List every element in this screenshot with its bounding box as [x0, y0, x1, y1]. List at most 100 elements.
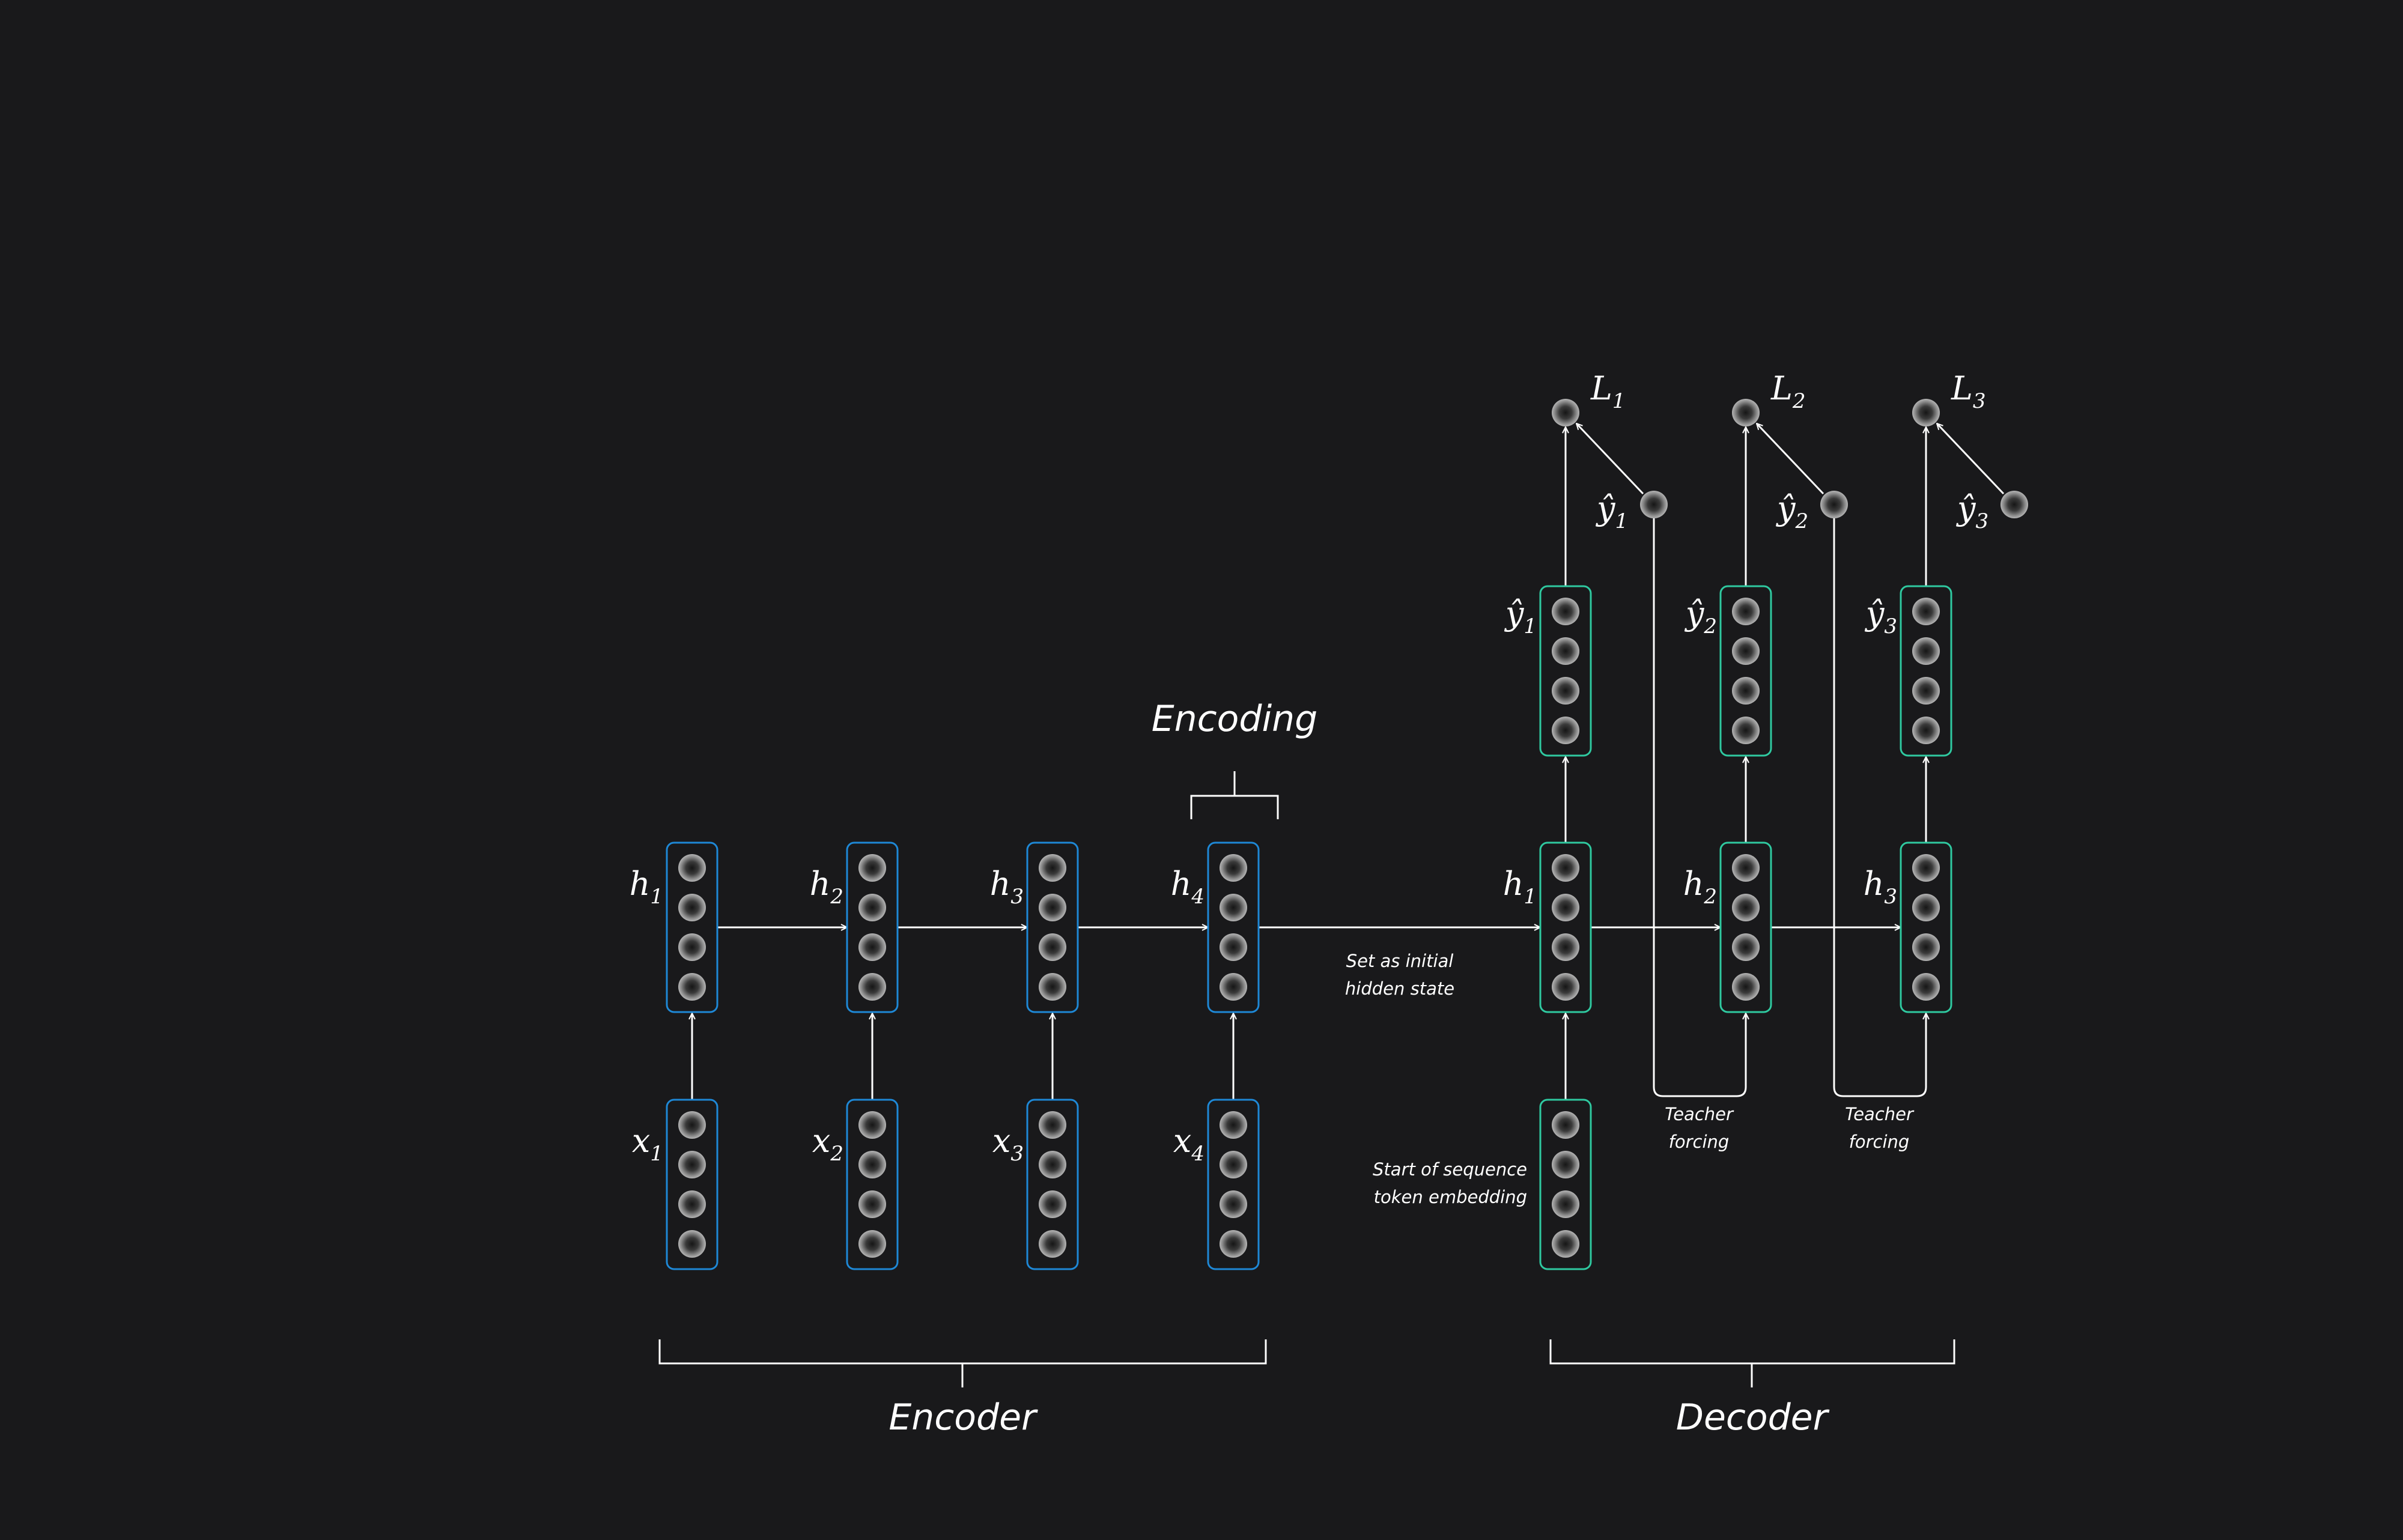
loss-label-3: L3 — [1951, 369, 1986, 413]
neuron-node — [1912, 854, 1940, 882]
target-node-1 — [1640, 491, 1668, 518]
encoder-bracket — [658, 1339, 1267, 1387]
target-label-3-subscript: 3 — [1976, 509, 1989, 533]
initial-state-caption-line1: Set as initial — [1346, 951, 1454, 971]
decoder-output-column-2-border — [1719, 585, 1772, 757]
encoder-hidden-label-1-subscript: 1 — [650, 885, 663, 909]
decoder-hidden-label-2-symbol: h — [1683, 865, 1704, 903]
encoder-hidden-column-2-border — [846, 841, 899, 1013]
encoder-hidden-column-3 — [1026, 841, 1079, 1013]
encoder-input-label-2-symbol: x — [812, 1122, 830, 1160]
neuron-node — [1732, 598, 1760, 625]
neuron-node — [1220, 1111, 1247, 1139]
encoding-bracket — [1190, 771, 1279, 819]
neuron-node — [1732, 894, 1760, 921]
neuron-node — [678, 933, 706, 961]
encoder-input-label-1-symbol: x — [632, 1122, 650, 1160]
neuron-node — [1912, 717, 1940, 744]
encoder-hidden-column-1-border — [666, 841, 718, 1013]
encoder-input-label-4: x4 — [1173, 1122, 1205, 1166]
decoder-title: Decoder — [1676, 1396, 1830, 1438]
encoder-input-label-3-subscript: 3 — [1010, 1142, 1024, 1166]
neuron-node — [1220, 1190, 1247, 1218]
neuron-node — [1220, 1151, 1247, 1178]
loss-label-1-symbol: L — [1590, 369, 1612, 407]
decoder-output-column-3 — [1900, 585, 1952, 757]
decoder-output-label-2-symbol: ŷ — [1685, 595, 1705, 632]
decoder-hidden-label-3: h3 — [1864, 865, 1897, 909]
sos-caption-line2: token embedding — [1374, 1187, 1527, 1207]
neuron-node — [1732, 677, 1760, 705]
loss-label-3-subscript: 3 — [1973, 389, 1986, 413]
loss-label-1-subscript: 1 — [1612, 389, 1626, 413]
target-label-1: ŷ1 — [1596, 490, 1628, 533]
target-label-2: ŷ2 — [1776, 490, 1808, 533]
encoder-hidden-column-4 — [1207, 841, 1260, 1013]
neuron-node — [1552, 637, 1579, 665]
loss-label-2-symbol: L — [1770, 369, 1793, 407]
neuron-node — [1552, 1111, 1579, 1139]
neuron-node — [678, 1230, 706, 1258]
encoder-hidden-column-3-border — [1026, 841, 1079, 1013]
decoder-hidden-column-2 — [1719, 841, 1772, 1013]
decoder-output-label-1-symbol: ŷ — [1504, 595, 1525, 632]
encoder-input-label-1-subscript: 1 — [650, 1142, 663, 1166]
sos-input-column-border — [1539, 1099, 1592, 1270]
neuron-node — [858, 854, 886, 882]
decoder-hidden-label-1-symbol: h — [1503, 865, 1524, 903]
encoder-input-label-4-subscript: 4 — [1191, 1142, 1205, 1166]
decoder-hidden-column-1-border — [1539, 841, 1592, 1013]
neuron-node — [1732, 637, 1760, 665]
neuron-node — [1220, 933, 1247, 961]
neuron-node — [1552, 717, 1579, 744]
neuron-node — [1552, 1190, 1579, 1218]
encoder-hidden-label-3-symbol: h — [990, 865, 1011, 903]
encoder-input-column-3-border — [1026, 1099, 1079, 1270]
encoder-input-label-3: x3 — [992, 1122, 1024, 1166]
neuron-node — [1732, 933, 1760, 961]
target-label-1-symbol: ŷ — [1596, 490, 1616, 527]
encoder-input-column-2 — [846, 1099, 899, 1270]
neuron-node — [1552, 854, 1579, 882]
loss-node-1 — [1552, 399, 1579, 426]
target-label-3-symbol: ŷ — [1956, 490, 1976, 527]
neuron-node — [1912, 598, 1940, 625]
neuron-node — [1912, 933, 1940, 961]
decoder-output-label-3: ŷ3 — [1865, 595, 1897, 638]
encoder-hidden-column-2 — [846, 841, 899, 1013]
neuron-node — [1039, 973, 1066, 1001]
sos-input-column — [1539, 1099, 1592, 1270]
neuron-node — [678, 894, 706, 921]
neuron-node — [1039, 1111, 1066, 1139]
teacher-forcing-caption-2-line2: forcing — [1849, 1132, 1910, 1152]
neuron-node — [858, 1151, 886, 1178]
decoder-hidden-label-1: h1 — [1503, 865, 1537, 909]
neuron-node — [1732, 854, 1760, 882]
neuron-node — [1912, 894, 1940, 921]
decoder-hidden-column-1 — [1539, 841, 1592, 1013]
decoder-hidden-label-2-subscript: 2 — [1703, 885, 1717, 909]
decoder-output-column-2 — [1719, 585, 1772, 757]
encoder-input-label-2: x2 — [812, 1122, 843, 1166]
encoder-input-column-4 — [1207, 1099, 1260, 1270]
decoder-bracket — [1549, 1339, 1955, 1387]
neuron-node — [1220, 894, 1247, 921]
decoder-hidden-label-3-symbol: h — [1864, 865, 1885, 903]
neuron-node — [858, 973, 886, 1001]
neuron-node — [1552, 894, 1579, 921]
neuron-node — [858, 894, 886, 921]
encoder-input-label-4-symbol: x — [1173, 1122, 1191, 1160]
neuron-node — [1912, 677, 1940, 705]
neuron-node — [858, 933, 886, 961]
encoder-hidden-column-1 — [666, 841, 718, 1013]
neuron-node — [1039, 894, 1066, 921]
target-node-2 — [1820, 491, 1848, 518]
neuron-node — [858, 1111, 886, 1139]
neuron-node — [1039, 1230, 1066, 1258]
neuron-node — [678, 1190, 706, 1218]
encoder-input-column-2-border — [846, 1099, 899, 1270]
encoder-input-column-4-border — [1207, 1099, 1260, 1270]
decoder-output-label-1: ŷ1 — [1504, 595, 1537, 638]
neuron-node — [1552, 933, 1579, 961]
